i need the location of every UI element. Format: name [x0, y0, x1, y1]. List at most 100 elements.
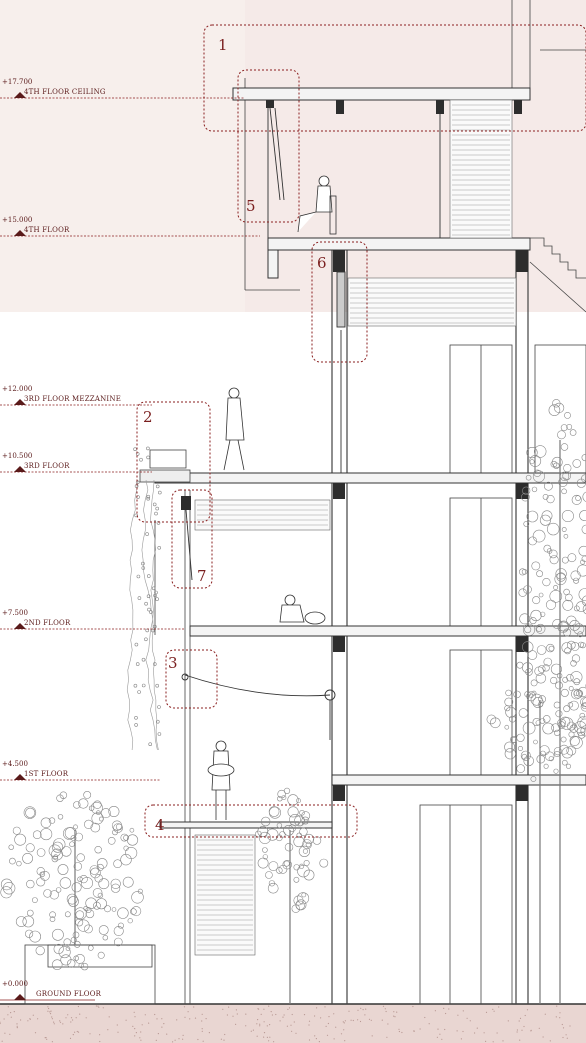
ground-speck	[44, 1037, 46, 1039]
leaf-cluster	[298, 845, 311, 858]
pulley-hook	[181, 673, 189, 681]
leaf-cluster	[73, 824, 78, 830]
leaf-cluster	[73, 940, 81, 948]
leaf-cluster	[127, 918, 133, 924]
leaf-cluster	[80, 962, 89, 971]
slab-3f	[154, 472, 586, 484]
callout-1: 1	[203, 24, 586, 132]
leaf-cluster	[521, 641, 534, 653]
leaf-cluster	[85, 909, 95, 919]
ground-speck	[256, 1023, 258, 1025]
leaf-cluster	[577, 686, 586, 698]
ground-speck	[483, 1032, 485, 1034]
planter-box	[139, 469, 191, 483]
leaf-cluster	[580, 697, 586, 707]
leaf-cluster	[88, 945, 94, 951]
leaf-cluster	[26, 909, 34, 917]
vine-leaf	[157, 732, 162, 736]
leaf-cluster	[504, 724, 510, 730]
leaf-cluster	[40, 828, 53, 841]
ground-speck	[222, 1008, 224, 1010]
ground-speck	[193, 1006, 195, 1008]
leaf-cluster	[561, 527, 567, 532]
callout-number: 3	[168, 654, 178, 672]
leaf-cluster	[582, 604, 586, 615]
leaf-cluster	[14, 833, 27, 846]
leaf-cluster	[568, 686, 574, 691]
beam-1	[266, 100, 274, 108]
leaf-cluster	[531, 690, 537, 696]
leaf-cluster	[90, 801, 103, 814]
leaf-cluster	[22, 853, 33, 864]
ground-speck	[559, 1017, 561, 1019]
level-triangle	[14, 994, 26, 1000]
leaf-cluster	[79, 874, 88, 884]
callout-box	[171, 489, 213, 589]
vine-leaf	[149, 610, 153, 614]
leaf-cluster	[293, 895, 304, 906]
leaf-cluster	[36, 848, 46, 857]
ground-speck	[79, 1013, 81, 1015]
ground-speck	[161, 1018, 163, 1020]
ground-speck	[443, 1007, 445, 1010]
hanging-vine	[141, 479, 159, 751]
callout-box	[136, 401, 211, 523]
leaf-cluster	[545, 599, 557, 610]
leaf-cluster	[573, 623, 585, 635]
leaf-cluster	[570, 736, 583, 749]
leaf-cluster	[22, 915, 35, 928]
leaf-cluster	[537, 665, 546, 673]
leaf-cluster	[532, 529, 546, 543]
leaf-cluster	[265, 871, 273, 879]
leaf-cluster	[581, 555, 586, 562]
leaf-cluster	[559, 471, 570, 481]
ground-speck	[140, 1031, 142, 1033]
vine-leaf	[146, 494, 151, 499]
ground-speck	[273, 1041, 275, 1043]
leaf-cluster	[73, 862, 83, 871]
level-triangle	[14, 230, 26, 236]
vine-leaf	[145, 532, 149, 536]
ground-speck	[10, 1012, 12, 1014]
leaf-cluster	[32, 830, 42, 840]
ground-speck	[498, 1006, 500, 1008]
leaf-cluster	[523, 585, 532, 594]
level-name: GROUND FLOOR	[36, 990, 102, 998]
leaf-cluster	[97, 951, 105, 959]
callout-number: 5	[246, 197, 256, 215]
leaf-cluster	[536, 645, 547, 655]
ground-speck	[268, 1040, 270, 1042]
leaf-cluster	[571, 494, 582, 505]
ground-speck	[436, 1036, 438, 1038]
leaf-cluster	[107, 836, 116, 845]
ground-speck	[132, 1025, 134, 1027]
ground-speck	[519, 1039, 521, 1041]
leaf-cluster	[562, 599, 574, 611]
leaf-cluster	[562, 471, 572, 481]
callout-box	[203, 24, 586, 132]
leaf-cluster	[565, 763, 571, 769]
leaf-cluster	[277, 795, 283, 802]
leaf-cluster	[77, 919, 90, 932]
leaf-cluster	[25, 929, 34, 938]
ground-speck	[424, 1016, 426, 1019]
ground-speck	[53, 1021, 55, 1023]
leaf-cluster	[548, 404, 561, 417]
ground-speck	[184, 1016, 186, 1018]
leaf-cluster	[526, 510, 539, 523]
leaf-cluster	[96, 898, 108, 910]
ground-speck	[157, 1033, 159, 1035]
ground-speck	[325, 1025, 327, 1027]
leaf-cluster	[516, 764, 526, 773]
ground-speck	[328, 1016, 330, 1018]
ground-speck	[245, 1025, 247, 1027]
ground-speck	[428, 1023, 430, 1025]
leaf-cluster	[60, 954, 72, 966]
ground-speck	[566, 1037, 568, 1039]
vine-leaf	[141, 683, 146, 688]
leaf-cluster	[523, 521, 530, 527]
ground-speck	[303, 1014, 306, 1016]
ground-speck	[437, 1028, 439, 1030]
leaf-cluster	[102, 934, 109, 941]
